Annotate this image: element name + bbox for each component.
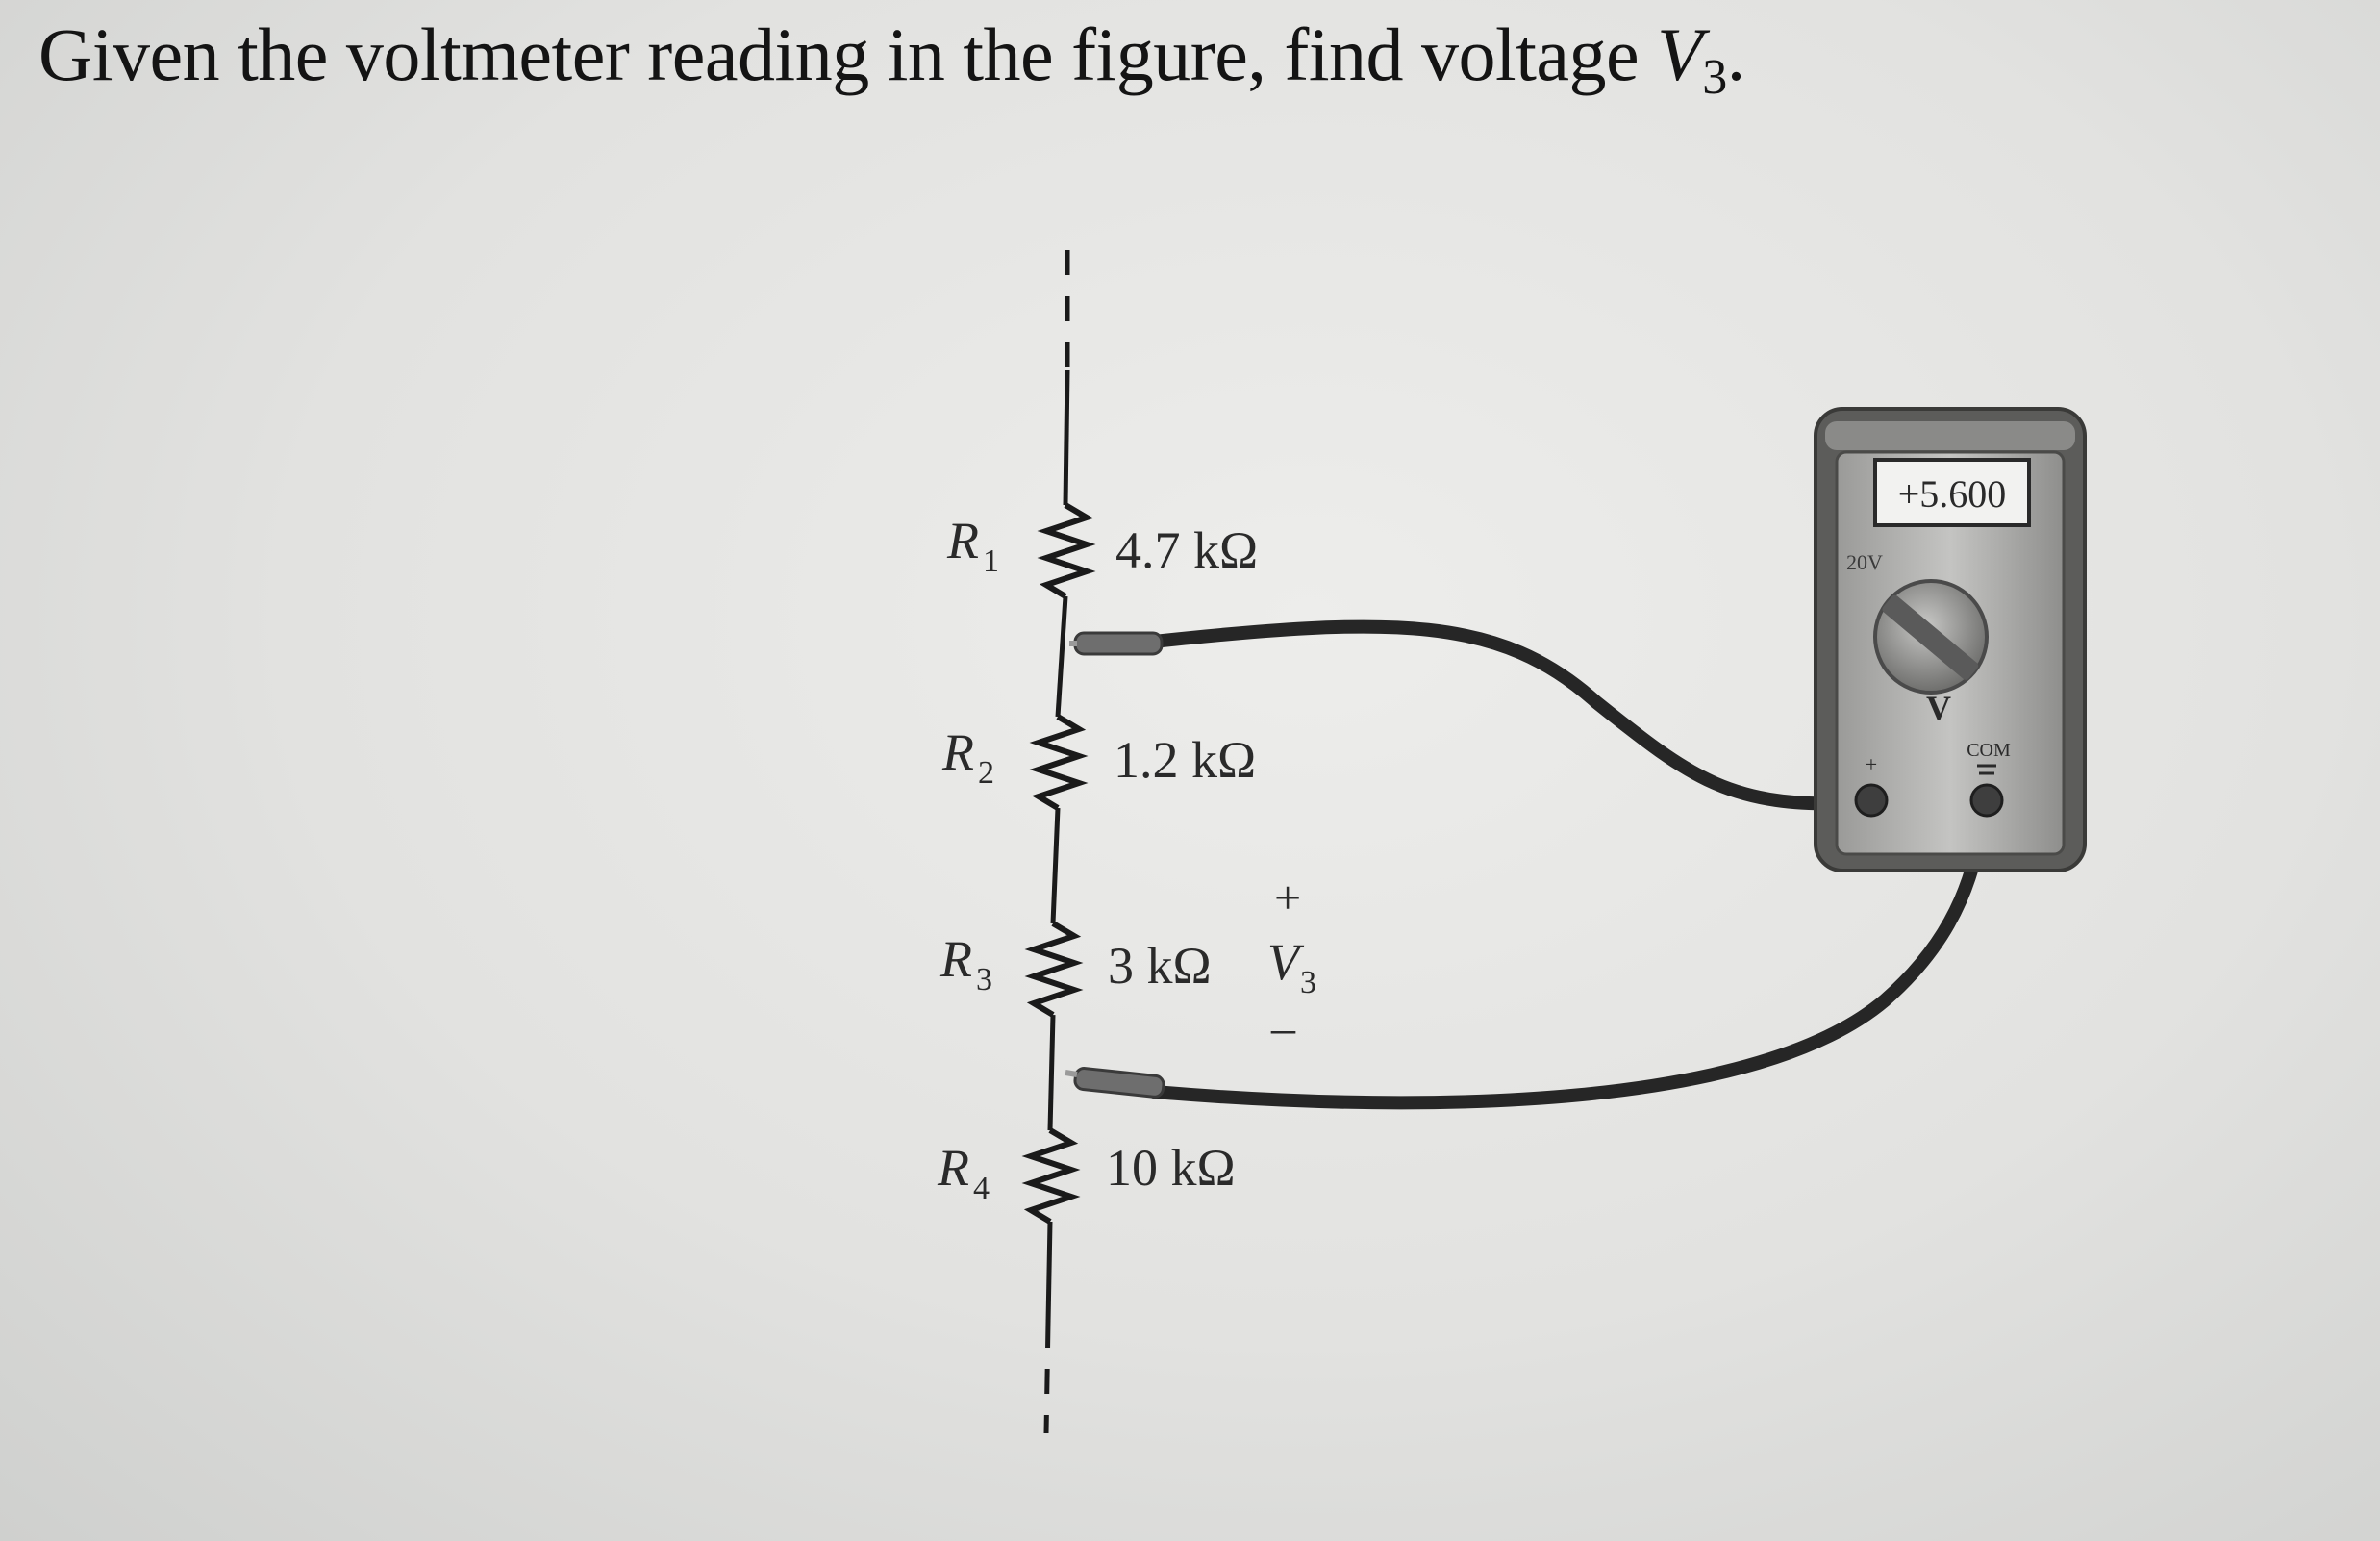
knob-pointer [1882,594,1979,680]
wire-r2-r3 [1050,807,1061,924]
meter-display [1873,458,2031,527]
question-subscript: 3 [1702,50,1727,105]
svg-text:4: 4 [973,1171,990,1206]
resistor-r2-symbol [1029,714,1089,811]
common-test-lead [1147,796,1992,1110]
v3-label: V 3 [1267,933,1316,1000]
svg-text:R: R [941,723,974,781]
meter-display-reading: +5.600 [1898,472,2007,516]
svg-text:2: 2 [978,755,994,791]
svg-text:V: V [1267,933,1305,991]
svg-text:R: R [937,1139,969,1197]
v3-minus-sign: – [1270,1000,1296,1054]
meter-case-top-edge [1825,421,2075,450]
resistor-r4-symbol [1021,1127,1081,1225]
common-probe [1065,1067,1165,1099]
resistor-r1-value: 4.7 kΩ [1115,521,1258,579]
resistor-r1-label: R 1 [946,512,999,579]
wire-r1-r2 [1055,595,1068,718]
svg-text:3: 3 [976,962,992,998]
v3-plus-sign: + [1274,871,1301,924]
positive-probe [1069,631,1164,656]
svg-text:R: R [939,930,972,988]
meter-mode-label: V [1926,689,1951,727]
svg-text:1: 1 [983,543,999,579]
resistor-r3-symbol [1024,921,1084,1018]
question-suffix: . [1726,13,1746,96]
wire-r3-r4 [1047,1014,1056,1131]
svg-text:R: R [946,512,979,569]
meter-range-label: 20V [1846,550,1883,574]
positive-test-lead [1138,619,1863,811]
voltmeter: +5.600 20V V + COM [1814,407,2087,872]
resistor-r1-symbol [1037,502,1096,599]
positive-jack [1854,783,1889,818]
resistor-r3-label: R 3 [939,930,992,998]
svg-text:3: 3 [1300,965,1316,1000]
common-terminal-label: COM [1967,740,2011,761]
resistor-r4-label: R 4 [937,1139,990,1206]
question-text: Given the voltmeter reading in the figur… [38,12,1746,103]
wire-bottom [1045,1221,1053,1324]
dashed-wire-bottom [1043,1322,1051,1434]
resistor-r2-value: 1.2 kΩ [1114,731,1256,789]
resistor-r4-value: 10 kΩ [1106,1139,1236,1197]
resistor-r3-value: 3 kΩ [1108,937,1212,995]
question-variable: V [1657,13,1703,96]
wire-top [1063,369,1070,506]
positive-terminal-label: + [1866,752,1877,776]
resistor-r2-label: R 2 [941,723,994,791]
common-jack [1969,783,2004,818]
question-prefix: Given the voltmeter reading in the figur… [38,13,1658,96]
